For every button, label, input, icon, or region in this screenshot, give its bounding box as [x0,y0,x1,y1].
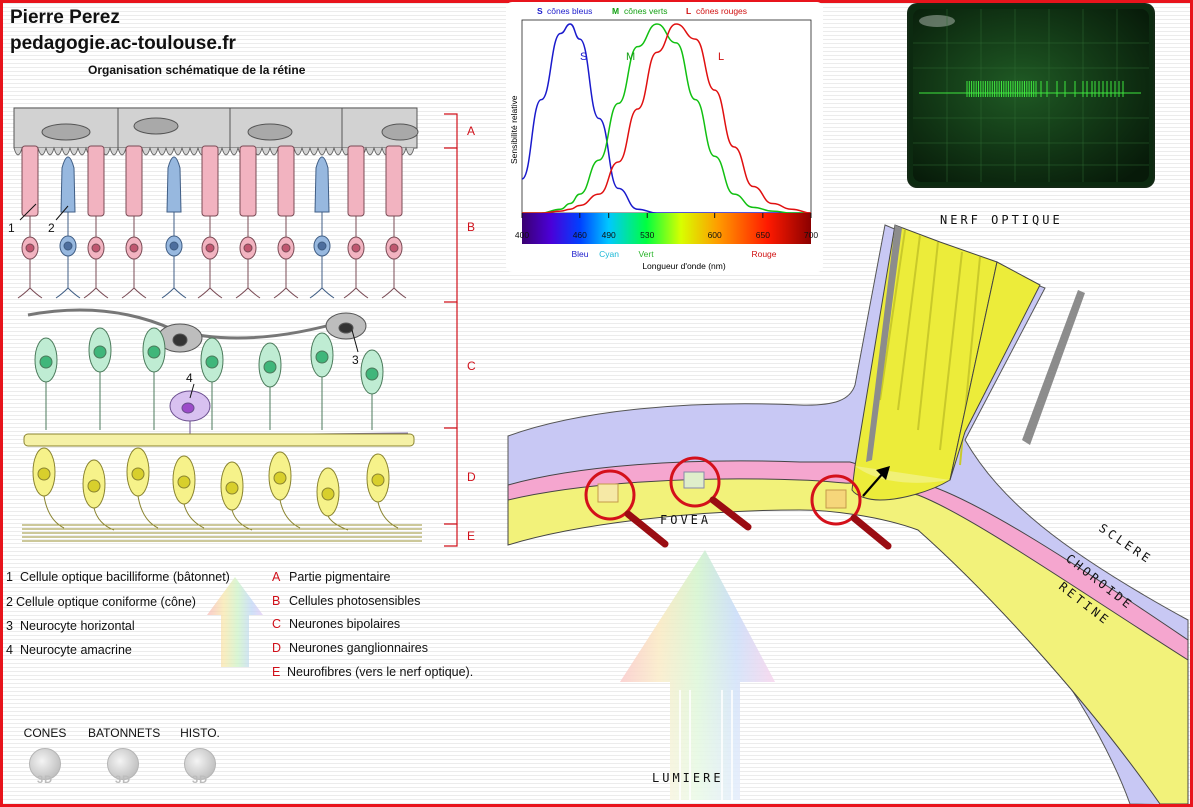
sphere-3d-icon [29,748,61,780]
cones-3d-button[interactable]: CONES 3D [10,726,80,786]
oscilloscope-screen [909,5,1153,186]
visible-spectrum-bar [522,213,811,244]
legend-l-text: cônes rouges [696,6,747,16]
layer-letter-c: C [467,359,476,373]
sclera-label: SCLERE [1096,521,1155,567]
cone-cells [55,156,335,299]
color-name-bleu: Bleu [571,249,588,259]
light-arrow [620,550,775,800]
signal-arrow [862,471,885,497]
color-name-cyan: Cyan [599,249,619,259]
oscilloscope-grid [913,9,1149,182]
badge-3d: 3D [191,774,209,786]
curve-label-l: L [718,51,724,63]
layer-letter-d: D [467,470,476,484]
y-axis-label: Sensibilité relative [509,95,519,164]
marker-4: 4 [186,371,193,385]
rod-cells [17,145,407,299]
zoom-lens-nerve-exit[interactable] [810,474,892,550]
zoom-lens-fovea-left[interactable] [584,469,669,548]
marker-3: 3 [352,353,359,367]
layer-letter-b: B [467,220,475,234]
x-tick-label-0: 400 [515,230,529,240]
light-label: LUMIERE [652,771,724,785]
site-name[interactable]: pedagogie.ac-toulouse.fr [10,33,236,54]
marker-2: 2 [48,221,55,235]
histo-3d-button[interactable]: HISTO. 3D [165,726,235,786]
badge-3d: 3D [36,774,54,786]
x-axis-label: Longueur d'onde (nm) [642,261,726,271]
author-name: Pierre Perez [10,7,120,28]
ganglion-neurons [23,433,415,531]
x-tick-label-4: 600 [708,230,722,240]
legend-s-key: S [537,6,543,16]
series-line-1 [521,23,811,214]
action-potential-trace [919,81,1141,97]
layer-brackets [444,113,458,547]
legend-s-text: cônes bleus [547,6,592,16]
legend-l-key: L [686,6,691,16]
x-tick-label-5: 650 [756,230,770,240]
retina-diagram: 1 2 3 4 A B C D E [8,107,476,547]
x-tick-label-3: 530 [640,230,654,240]
batonnets-3d-label: BATONNETS [88,726,161,740]
layer-letter-a: A [467,124,475,138]
plot-frame [521,19,812,214]
legend-m-text: cônes verts [624,6,667,16]
light-arrow-small [207,577,263,667]
retina-layer [507,478,1189,804]
layer-letter-e: E [467,529,475,543]
sphere-3d-icon [184,748,216,780]
color-name-vert: Vert [638,249,654,259]
curve-label-s: S [580,51,587,63]
curve-label-m: M [626,51,635,63]
x-tick-label-6: 700 [804,230,818,240]
x-tick-label-2: 490 [602,230,616,240]
batonnets-3d-button[interactable]: BATONNETS 3D [88,726,161,786]
sphere-3d-icon [107,748,139,780]
fovea-label: FOVEA [660,513,711,527]
marker-1: 1 [8,221,15,235]
badge-3d: 3D [114,774,132,786]
bipolar-neurons [34,327,384,430]
nerve-fibres [22,524,422,542]
nerve-label: NERF OPTIQUE [940,213,1063,227]
amacrine-neurocyte [27,390,409,440]
legend-m-key: M [612,6,619,16]
retina-diagram-title: Organisation schématique de la rétine [88,63,306,77]
x-tick-label-1: 460 [573,230,587,240]
spectral-sensitivity-panel: S cônes bleus M cônes verts L cônes roug… [506,2,823,272]
histo-3d-label: HISTO. [180,726,220,740]
cones-3d-label: CONES [23,726,67,740]
spectral-sensitivity-chart: S cônes bleus M cônes verts L cônes roug… [509,6,818,271]
color-name-rouge: Rouge [751,249,776,259]
horizontal-neurocytes [27,308,367,353]
zoom-lens-fovea-center[interactable] [669,456,752,531]
series-line-2 [521,23,812,214]
eye-section-diagram: NERF OPTIQUE FOVEA LUMIERE SCLERE CHOROI… [507,213,1189,804]
